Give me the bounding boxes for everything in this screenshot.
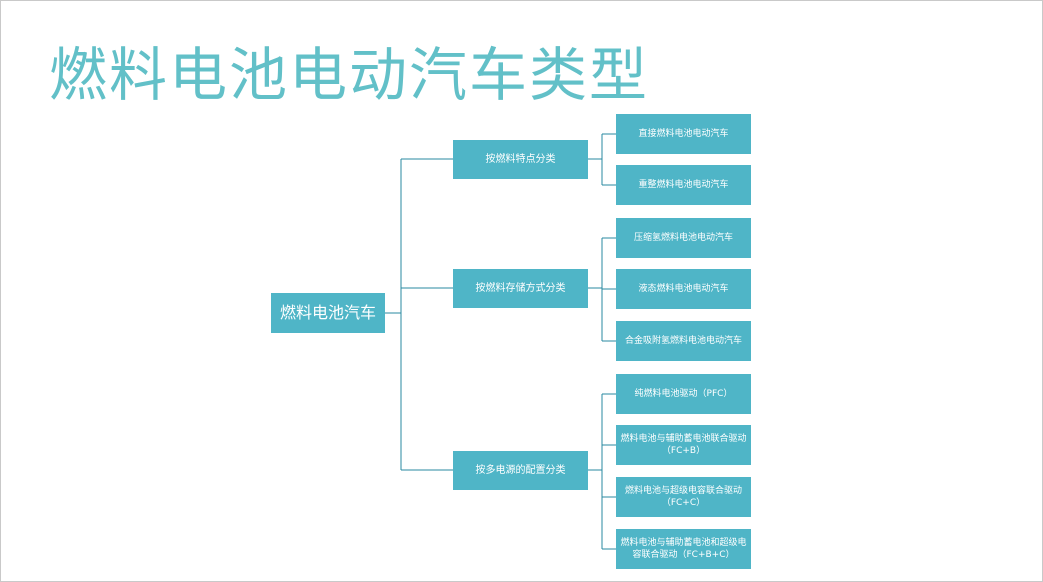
leaf-node: 液态燃料电池电动汽车 <box>616 269 751 309</box>
root-node: 燃料电池汽车 <box>271 293 385 333</box>
leaf-node: 直接燃料电池电动汽车 <box>616 114 751 154</box>
leaf-node: 合金吸附氢燃料电池电动汽车 <box>616 321 751 361</box>
group-node-fuel-type: 按燃料特点分类 <box>453 140 588 179</box>
slide-title: 燃料电池电动汽车类型 <box>49 41 650 109</box>
group-node-storage: 按燃料存储方式分类 <box>453 269 588 308</box>
leaf-node: 重整燃料电池电动汽车 <box>616 165 751 205</box>
leaf-node: 燃料电池与辅助蓄电池联合驱动（FC+B） <box>616 425 751 465</box>
leaf-node: 压缩氢燃料电池电动汽车 <box>616 218 751 258</box>
leaf-node: 纯燃料电池驱动（PFC） <box>616 374 751 414</box>
leaf-node: 燃料电池与超级电容联合驱动（FC+C） <box>616 477 751 517</box>
group-node-power-config: 按多电源的配置分类 <box>453 451 588 490</box>
leaf-node: 燃料电池与辅助蓄电池和超级电容联合驱动（FC+B+C） <box>616 529 751 569</box>
